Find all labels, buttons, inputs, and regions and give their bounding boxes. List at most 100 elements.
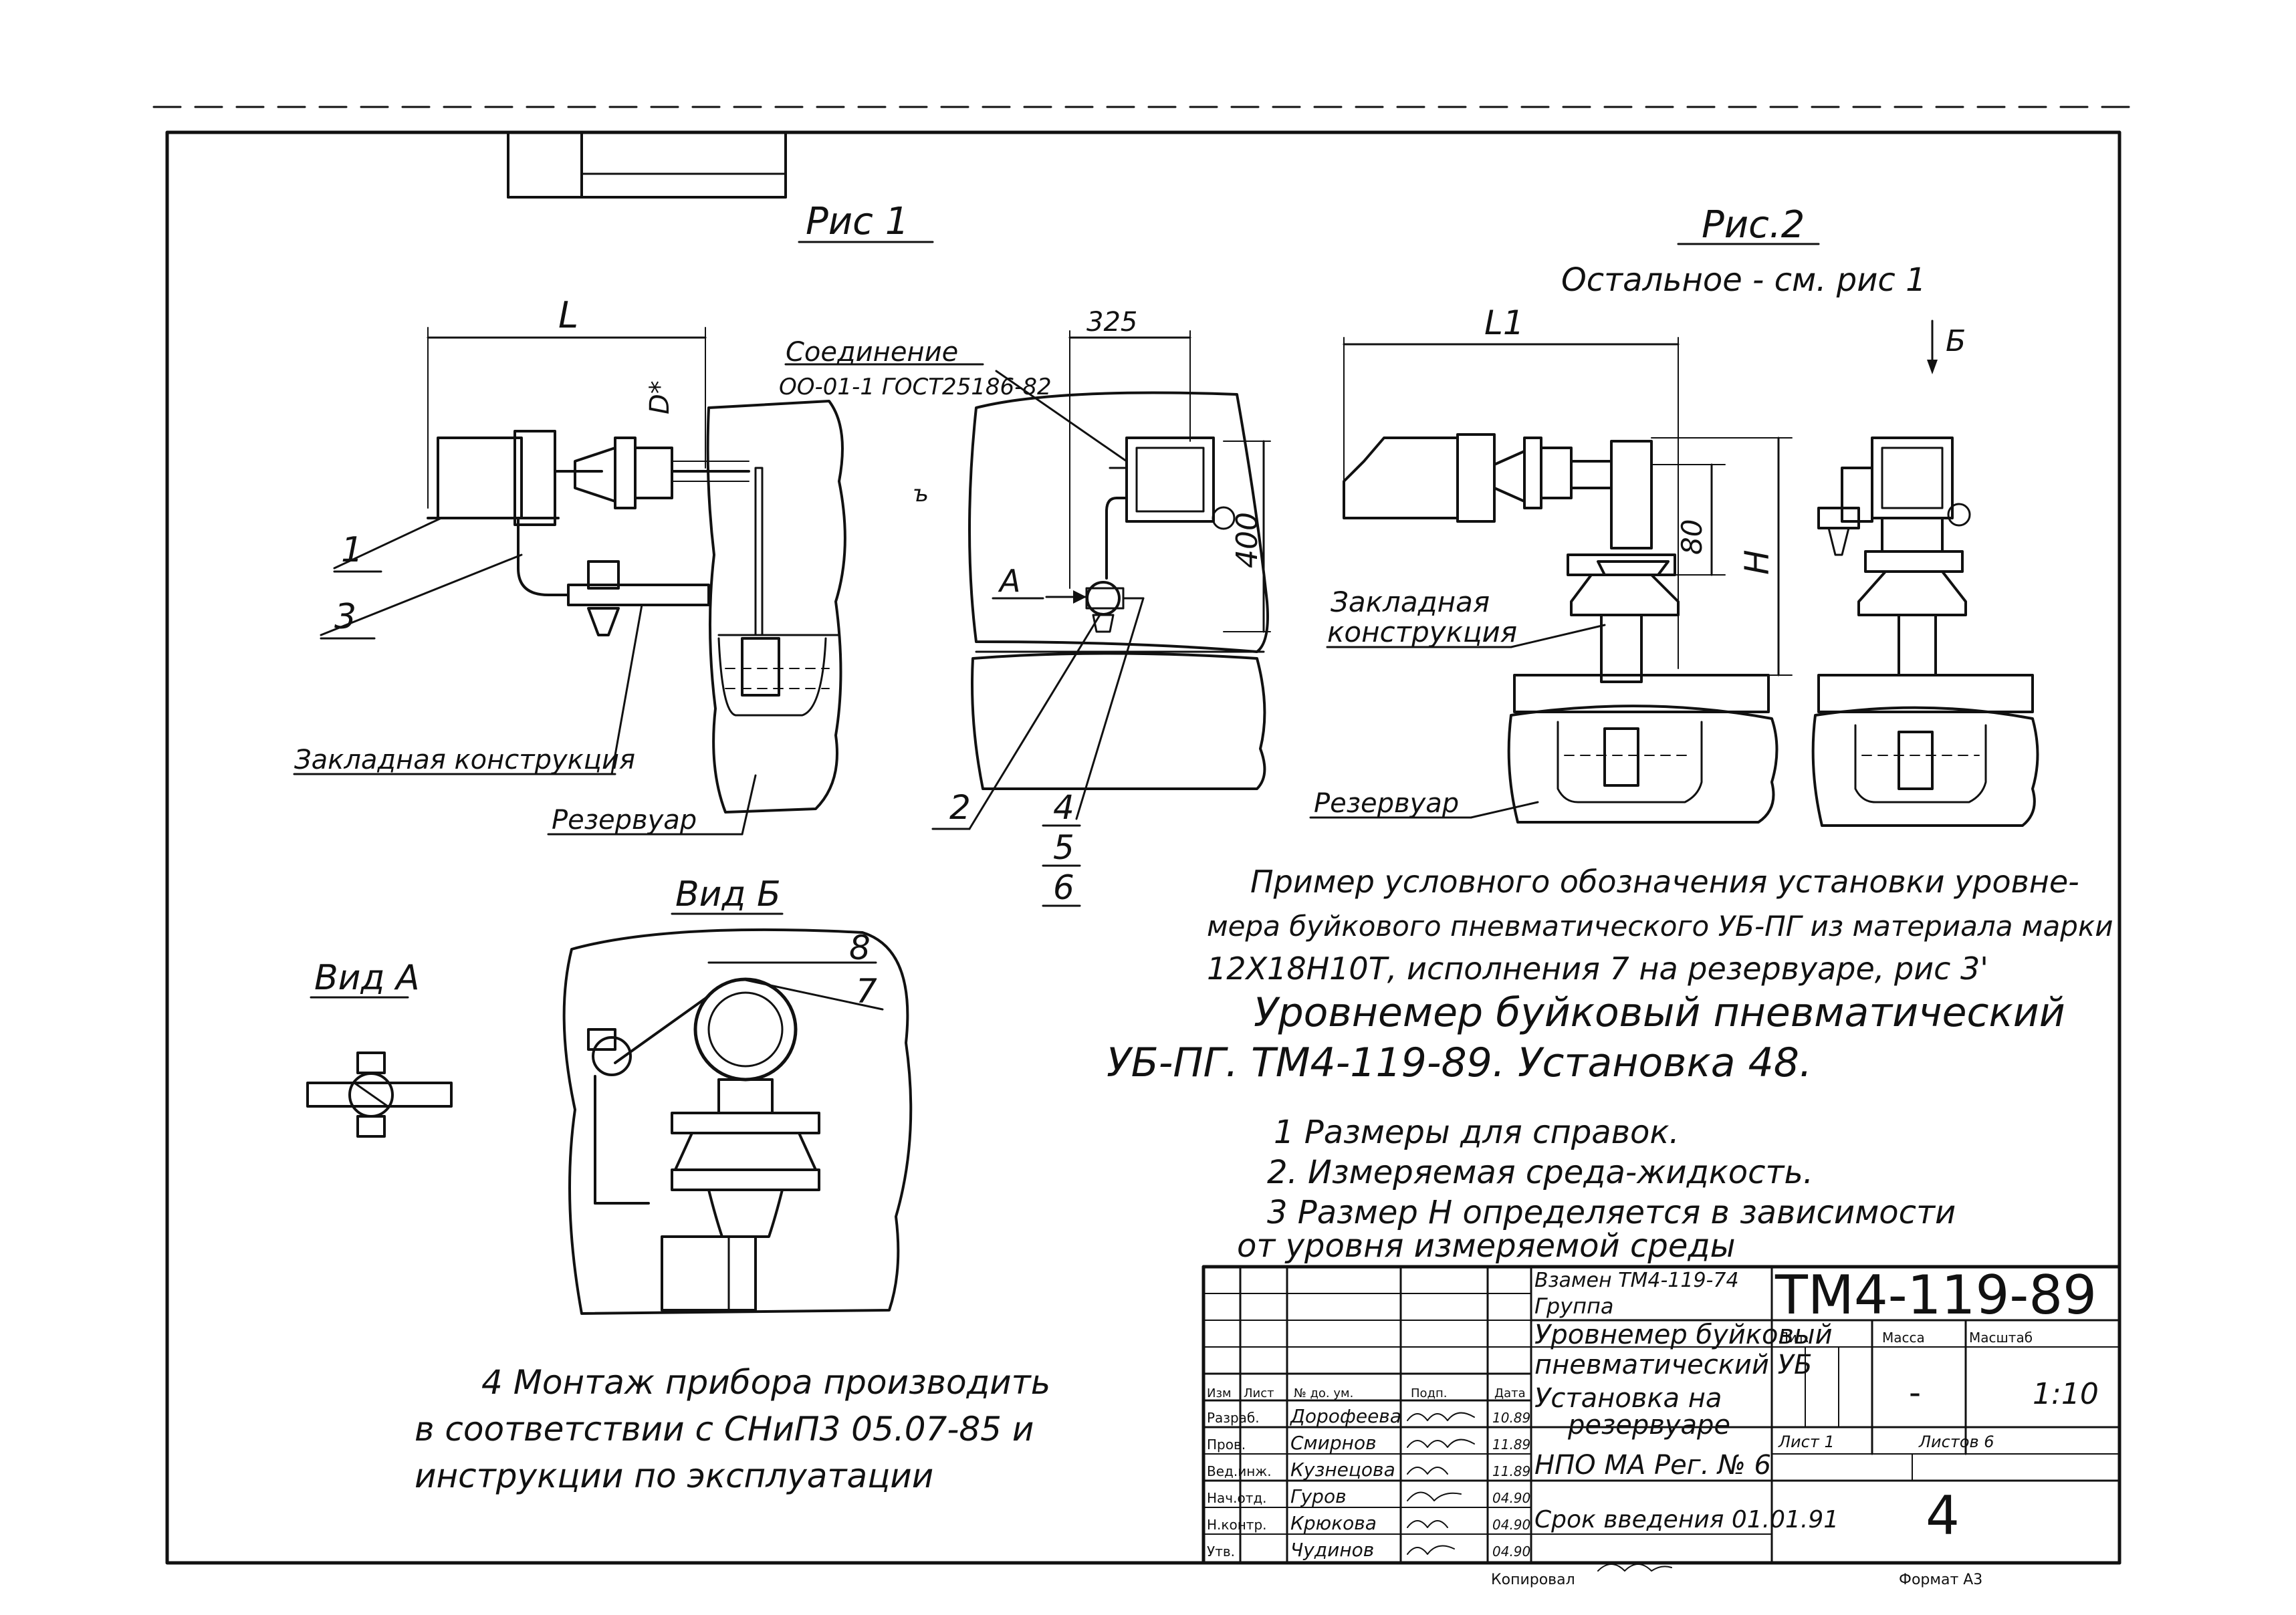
tb-group: Группа: [1534, 1293, 1614, 1319]
tb-title-3: Установка на: [1534, 1383, 1722, 1414]
tb-sheet-number: 4: [1926, 1485, 1960, 1547]
tb-date-5: 04.90: [1492, 1543, 1530, 1560]
tb-sheet-label: Лист 1: [1778, 1433, 1835, 1451]
embedded-pipe: [567, 584, 710, 606]
note-4b: в соответствии с СНиП3 05.07-85 и: [415, 1410, 1034, 1449]
instrument-front: [1125, 437, 1215, 523]
dim-D-label: D*: [645, 380, 675, 414]
note-1: 1 Размеры для справок.: [1274, 1114, 1680, 1151]
tb-sheets-label: Листов 6: [1918, 1433, 1994, 1451]
tb-title-4: резервуаре: [1567, 1410, 1730, 1441]
dim-80-label: 80: [1676, 519, 1708, 555]
tb-title-2: пневматический УБ: [1534, 1350, 1812, 1380]
margin-mark: ъ: [913, 481, 929, 507]
designation-example: Пример условного обозначения установки у…: [1107, 864, 2113, 1086]
tb-col-list: Лист: [1244, 1386, 1274, 1400]
tb-col-izm: Изм: [1207, 1386, 1232, 1400]
tb-role-4: Н.контр.: [1207, 1517, 1267, 1533]
tb-col-doc: № до. ум.: [1294, 1386, 1353, 1400]
label-connection-gost: ОО-01-1 ГОСТ25186-82: [779, 374, 1052, 400]
tb-name-3: Гуров: [1290, 1485, 1347, 1507]
label-embedded-fig2-2: конструкция: [1327, 616, 1517, 648]
tb-role-1: Пров.: [1207, 1437, 1246, 1453]
valve: [1086, 581, 1121, 616]
fig1-title: Рис 1: [806, 200, 909, 243]
tb-date-0: 10.89: [1492, 1410, 1530, 1426]
notes: 1 Размеры для справок. 2. Измеряемая сре…: [415, 1114, 1956, 1495]
designation-line-3: 12Х18Н10Т, исполнения 7 на резервуаре, р…: [1207, 951, 1988, 987]
tb-mass-label: Масса: [1882, 1330, 1925, 1346]
figure-2: Рис.2 Остальное - см. рис 1 Б L1 80 H: [1309, 203, 2039, 827]
drawing-frame: [165, 130, 2121, 1565]
dim-L-label: L: [558, 294, 578, 336]
tb-role-2: Вед.инж.: [1207, 1463, 1272, 1479]
note-3a: 3 Размер H определяется в зависимости: [1267, 1194, 1956, 1231]
callout-2: 2: [949, 788, 971, 827]
note-4a: 4 Монтаж прибора производить: [481, 1363, 1050, 1402]
view-B: Вид Б 8 7: [562, 874, 913, 1315]
fig2-subtitle: Остальное - см. рис 1: [1561, 261, 1926, 299]
tb-scale-value: 1:10: [2033, 1377, 2099, 1411]
tb-date-3: 04.90: [1492, 1490, 1530, 1506]
flange: [614, 437, 637, 509]
label-embedded-fig2-1: Закладная: [1331, 586, 1490, 618]
tb-replaces: Взамен ТМ4-119-74: [1534, 1269, 1739, 1292]
view-B-callout-7: 7: [856, 972, 877, 1011]
label-embedded-construction: Закладная конструкция: [294, 745, 635, 775]
label-connection: Соединение: [786, 337, 958, 368]
dim-325-label: 325: [1086, 307, 1137, 338]
reservoir-section: [706, 400, 846, 814]
tb-col-date: Дата: [1494, 1386, 1526, 1400]
tb-title-1: Уровнемер буйковый: [1534, 1320, 1833, 1350]
view-B-arrow-label: Б: [1946, 324, 1966, 358]
fig2-title: Рис.2: [1702, 203, 1805, 247]
view-B-outline: [562, 928, 913, 1315]
dim-H-label: H: [1738, 549, 1776, 575]
note-2: 2. Измеряемая среда-жидкость.: [1267, 1154, 1813, 1191]
stamp-box: [507, 131, 787, 199]
callout-6: 6: [1053, 868, 1074, 907]
title-block: Взамен ТМ4-119-74 Группа ТМ4-119-89 Уров…: [1201, 1264, 2121, 1588]
reservoir-top-side: [968, 391, 1269, 653]
tb-name-2: Кузнецова: [1290, 1459, 1395, 1481]
note-3b: от уровня измеряемой среды: [1237, 1227, 1735, 1265]
view-A: Вид А: [306, 958, 453, 1138]
callout-5: 5: [1053, 828, 1074, 867]
view-B-title: Вид Б: [675, 874, 781, 914]
tb-date-intro: Срок введения 01.01.91: [1534, 1506, 1839, 1533]
instrument-body: [437, 437, 523, 519]
tb-col-sign: Подп.: [1411, 1386, 1447, 1400]
view-A-title: Вид А: [314, 958, 420, 998]
tb-mass-value: -: [1909, 1373, 1921, 1412]
tb-role-3: Нач.отд.: [1207, 1490, 1267, 1506]
tb-role-0: Разраб.: [1207, 1410, 1260, 1426]
tb-date-1: 11.89: [1492, 1437, 1530, 1453]
designation-line-2: мера буйкового пневматического УБ-ПГ из …: [1207, 910, 2113, 943]
displacer: [741, 637, 780, 697]
tb-name-5: Чудинов: [1290, 1539, 1374, 1561]
tb-lit-label: Лит.: [1778, 1330, 1809, 1346]
standpipe: [1610, 440, 1653, 549]
signature-marks: [1407, 1412, 1672, 1572]
callout-1: 1: [341, 530, 363, 570]
tb-scale-label: Масштаб: [1969, 1330, 2033, 1346]
view-B-callout-8: 8: [849, 928, 871, 967]
displacer-rod: [754, 467, 764, 636]
tb-name-4: Крюкова: [1290, 1512, 1377, 1534]
callout-4: 4: [1053, 788, 1074, 827]
dim-400-label: 400: [1230, 512, 1264, 568]
view-B-flange-circle: [693, 977, 798, 1082]
designation-line-5: УБ-ПГ. ТМ4-119-89. Установка 48.: [1107, 1039, 1812, 1086]
tb-name-1: Смирнов: [1290, 1432, 1377, 1454]
reservoir-fig2: [1507, 705, 1778, 824]
callout-3: 3: [334, 597, 356, 637]
tb-org: НПО МА Рег. № 6: [1534, 1450, 1771, 1481]
tb-role-5: Утв.: [1207, 1543, 1235, 1560]
tb-date-4: 04.90: [1492, 1517, 1530, 1533]
tb-code: ТМ4-119-89: [1774, 1264, 2097, 1326]
designation-line-1: Пример условного обозначения установки у…: [1250, 864, 2079, 900]
dim-L1-label: L1: [1484, 303, 1524, 342]
tb-copied: Копировал: [1491, 1572, 1575, 1588]
tb-format: Формат А3: [1899, 1572, 1982, 1588]
